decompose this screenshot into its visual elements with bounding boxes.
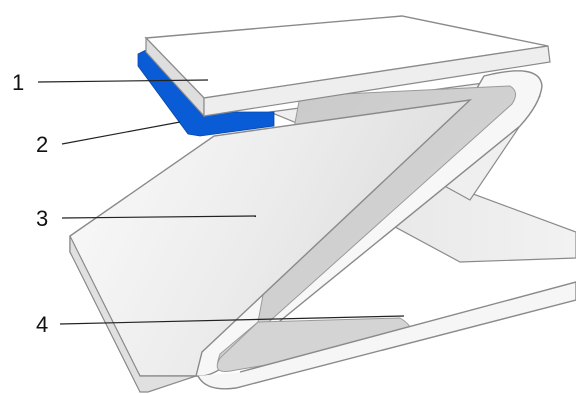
- callout-2: 2: [36, 132, 48, 157]
- callout-1: 1: [12, 70, 24, 95]
- leader-line-2: [62, 122, 180, 144]
- callout-4: 4: [36, 312, 48, 337]
- callout-3: 3: [36, 206, 48, 231]
